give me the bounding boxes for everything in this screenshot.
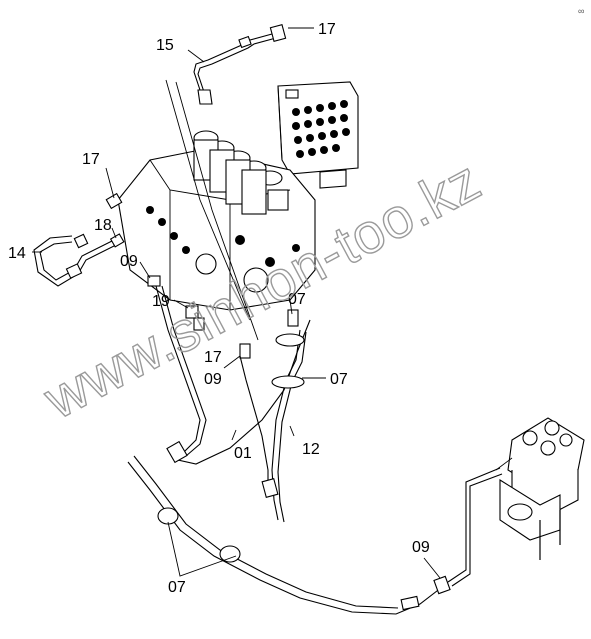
fitting-17-left [105,192,123,210]
callout-09-right: 09 [412,539,430,556]
fitting-09-left [147,275,161,287]
fitting-09-mid [239,343,251,359]
callout-labels: 17 15 17 18 14 09 19 17 09 07 07 01 12 0… [8,21,430,596]
callout-17-top: 17 [318,21,336,38]
callout-09-mid: 09 [204,371,222,388]
hose-lines [33,24,503,615]
fitting-09-right [433,575,451,595]
callout-15: 15 [156,37,174,54]
callout-07-mid: 07 [330,371,348,388]
callout-07-bottom: 07 [168,579,186,596]
callout-07-upper: 07 [288,291,306,308]
callout-12: 12 [302,441,320,458]
callout-18: 18 [94,217,112,234]
control-valve-body [117,130,316,311]
callout-17-mid: 17 [204,349,222,366]
callout-01: 01 [234,445,252,462]
callout-19: 19 [152,293,170,310]
fitting-18 [109,233,125,248]
fitting-17-mid [193,317,205,331]
clamp-07-mid [271,375,305,389]
fitting-19 [185,305,199,319]
clamp-07-bottom-b [219,545,241,563]
callout-09-left: 09 [120,253,138,270]
callout-17-left: 17 [82,151,100,168]
leader-lines [32,27,441,579]
clamp-07-bottom-a [157,507,179,525]
callout-14: 14 [8,245,26,262]
clamp-07-upper [275,333,305,347]
corner-mark: ∞ [578,6,584,16]
pilot-valve-block [277,81,359,189]
swivel-joint [495,417,585,560]
